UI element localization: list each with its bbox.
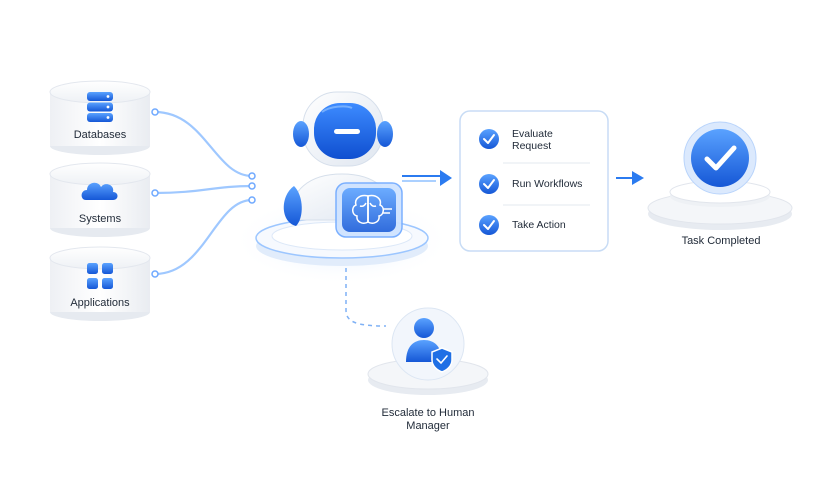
step-check-icon-3 (479, 215, 499, 235)
source-systems (49, 162, 151, 237)
source-connectors (154, 110, 253, 276)
step-label-take-action: Take Action (512, 219, 566, 231)
source-label-systems: Systems (78, 213, 122, 225)
step-check-icon-1 (479, 129, 499, 149)
source-applications (49, 246, 151, 321)
escalation-label-line2: Manager (406, 420, 450, 432)
database-icon (87, 92, 113, 122)
source-databases (49, 80, 151, 155)
brain-icon (335, 182, 403, 238)
steps-panel (459, 110, 609, 252)
completion-label: Task Completed (681, 235, 761, 247)
user-shield-icon (406, 318, 453, 373)
step-check-icon-2 (479, 174, 499, 194)
checkmark-icon (704, 145, 737, 171)
step-label-evaluate: Evaluate Request (512, 128, 553, 152)
source-label-applications: Applications (70, 297, 130, 309)
escalation-connector (345, 268, 387, 327)
step-label-run-workflows: Run Workflows (512, 178, 583, 190)
apps-grid-icon (87, 263, 113, 289)
escalation-label-line1: Escalate to Human (381, 407, 475, 419)
arrow-to-completion (616, 171, 644, 185)
source-label-databases: Databases (73, 129, 127, 141)
completion-node (647, 116, 793, 230)
cloud-icon (81, 182, 118, 200)
arrow-to-steps (402, 170, 452, 186)
